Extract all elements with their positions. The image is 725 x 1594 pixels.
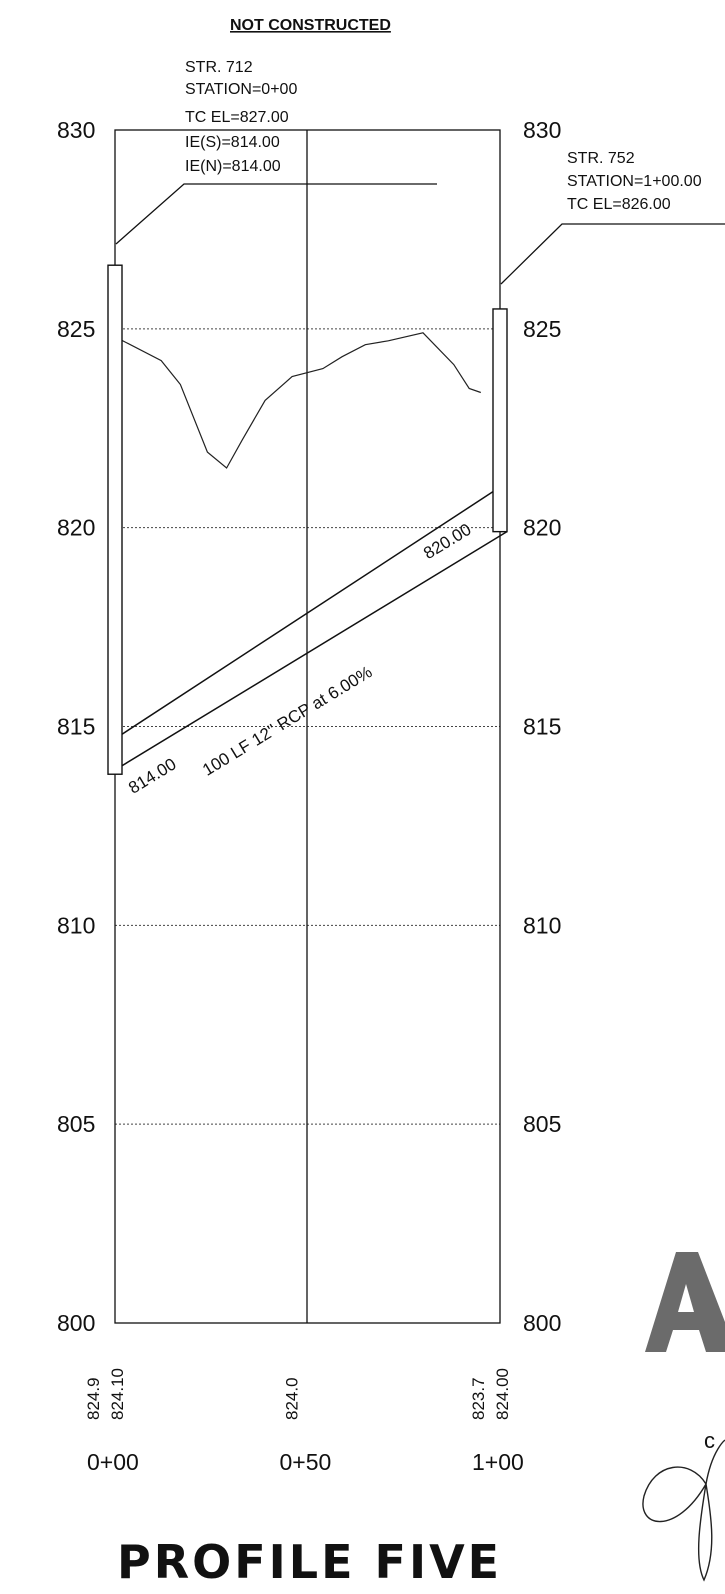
- company-logo: c: [642, 1252, 725, 1582]
- structure-752: [492, 308, 508, 533]
- elevation-label: 824.9: [84, 1377, 103, 1420]
- profile-title: PROFILE FIVE: [117, 1535, 502, 1589]
- right-tick-800: 800: [523, 1310, 561, 1336]
- structure-712-ie-s: IE(S)=814.00: [185, 134, 280, 151]
- station-label-0+00: 0+00: [87, 1449, 139, 1475]
- structure-712-station: STATION=0+00: [185, 81, 297, 98]
- structure-752-callout: STR. 752 STATION=1+00.00 TC EL=826.00: [500, 150, 725, 285]
- station-label-0+50: 0+50: [280, 1449, 332, 1475]
- station-label-1+00: 1+00: [472, 1449, 524, 1475]
- not-constructed-note: NOT CONSTRUCTED: [230, 17, 391, 34]
- structure-752-tc-el: TC EL=826.00: [567, 196, 671, 213]
- elevation-label: 824.00: [493, 1368, 512, 1420]
- left-tick-800: 800: [57, 1310, 95, 1336]
- left-tick-830: 830: [57, 117, 95, 143]
- logo-letter-fragment: c: [704, 1428, 715, 1453]
- right-tick-830: 830: [523, 117, 561, 143]
- left-tick-815: 815: [57, 714, 95, 740]
- right-tick-805: 805: [523, 1111, 561, 1137]
- structure-712-tc-el: TC EL=827.00: [185, 109, 289, 126]
- structure-752-name: STR. 752: [567, 150, 635, 167]
- logo-flourish: [642, 1466, 713, 1582]
- structure-712-name: STR. 712: [185, 59, 253, 76]
- elevation-label: 824.10: [108, 1368, 127, 1420]
- left-tick-810: 810: [57, 912, 95, 938]
- pipe-crown-line: [121, 491, 494, 735]
- right-tick-810: 810: [523, 912, 561, 938]
- station-label-row: 824.9 824.10 824.0 823.7 824.00 0+00 0+50 1+00: [84, 1368, 524, 1475]
- right-elevation-ticks: 830 825 820 815 810 805 800: [523, 117, 561, 1336]
- right-tick-820: 820: [523, 515, 561, 541]
- existing-ground-line: [114, 332, 481, 469]
- elevation-label: 823.7: [469, 1377, 488, 1420]
- left-elevation-ticks: 830 825 820 815 810 805 800: [57, 117, 95, 1336]
- structure-752-leader: [500, 223, 725, 285]
- pipe-invert-line: [107, 531, 508, 775]
- invert-in-label: 814.00: [125, 754, 179, 797]
- structure-712-callout: STR. 712 STATION=0+00 TC EL=827.00 IE(S)…: [115, 59, 437, 245]
- elevation-label: 824.0: [283, 1377, 302, 1420]
- right-tick-825: 825: [523, 316, 561, 342]
- structure-752-station: STATION=1+00.00: [567, 173, 702, 190]
- left-tick-805: 805: [57, 1111, 95, 1137]
- left-tick-825: 825: [57, 316, 95, 342]
- left-tick-820: 820: [57, 515, 95, 541]
- right-tick-815: 815: [523, 714, 561, 740]
- structure-712-leader: [115, 183, 437, 245]
- pipe-label: 100 LF 12" RCP at 6.00%: [199, 662, 375, 779]
- structure-712: [107, 264, 123, 775]
- structure-712-ie-n: IE(N)=814.00: [185, 158, 281, 175]
